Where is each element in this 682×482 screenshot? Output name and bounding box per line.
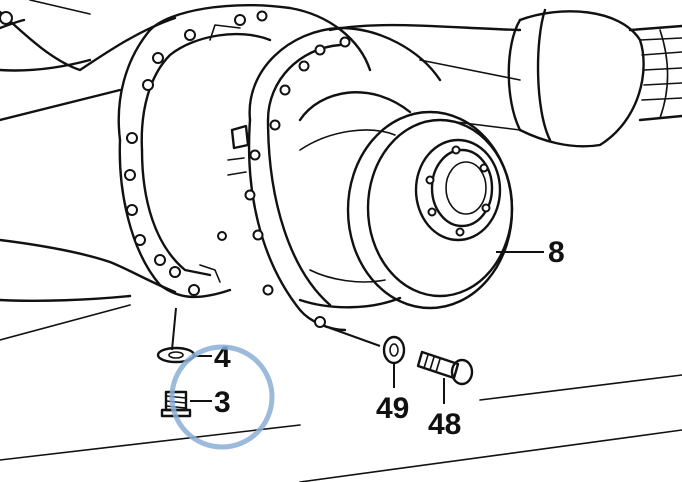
axle-housing xyxy=(0,0,177,302)
callout-8: 8 xyxy=(548,236,565,269)
washer-part-4 xyxy=(156,307,212,364)
callout-49: 49 xyxy=(376,392,409,425)
hub-assembly xyxy=(227,26,514,332)
housing-flange xyxy=(117,4,372,299)
drain-plug-part-3 xyxy=(160,390,212,418)
ground-line xyxy=(0,304,682,482)
highlight-circle xyxy=(169,344,275,450)
callout-3: 3 xyxy=(214,386,231,419)
washer-part-49 xyxy=(329,327,406,388)
axle-tube xyxy=(328,8,682,148)
callout-48: 48 xyxy=(428,408,461,441)
bolt-part-48 xyxy=(416,350,474,404)
